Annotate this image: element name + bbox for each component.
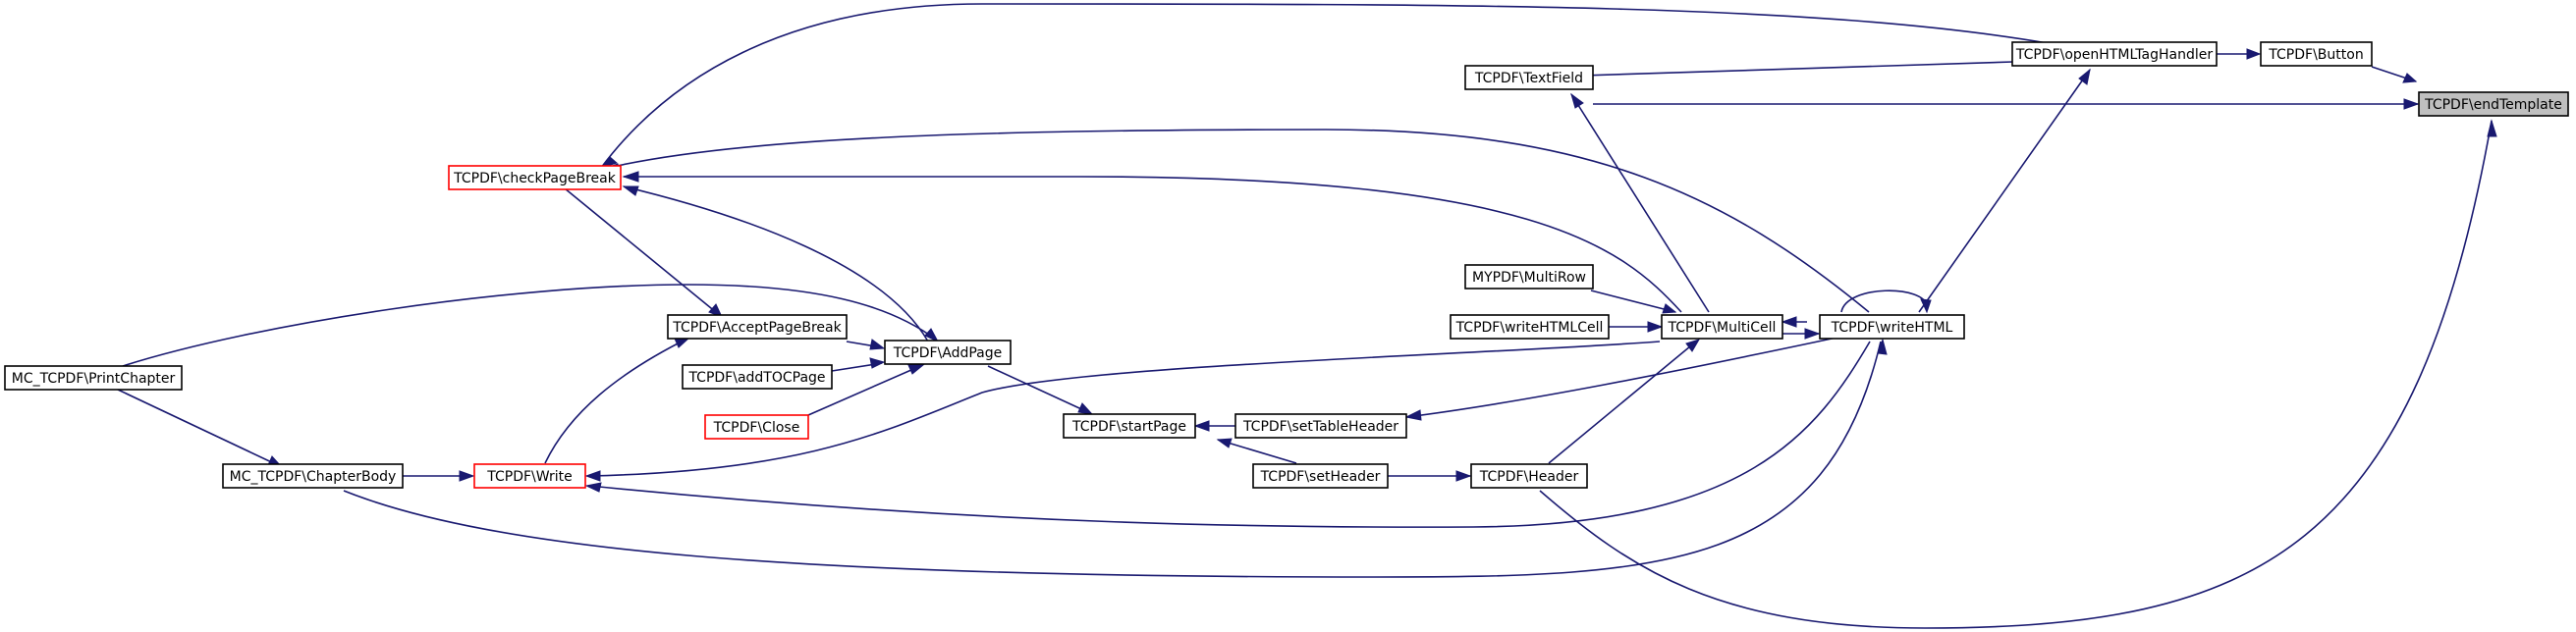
node-writehtmlcell-label: TCPDF\writeHTMLCell bbox=[1455, 320, 1604, 336]
edge-textfield-to-endtemplate bbox=[1593, 98, 2420, 110]
node-write[interactable]: TCPDF\Write bbox=[473, 463, 586, 489]
edge-close-to-addpage bbox=[807, 364, 925, 416]
node-close-label: TCPDF\Close bbox=[713, 420, 800, 436]
node-settableheader[interactable]: TCPDF\setTableHeader bbox=[1234, 413, 1407, 439]
edge-writehtml-to-write bbox=[584, 341, 1871, 528]
node-acceptpagebreak[interactable]: TCPDF\AcceptPageBreak bbox=[667, 314, 848, 340]
node-acceptpagebreak-label: TCPDF\AcceptPageBreak bbox=[672, 320, 842, 336]
edge-printchapter-to-chapterbody bbox=[117, 389, 284, 468]
node-writehtmlcell[interactable]: TCPDF\writeHTMLCell bbox=[1450, 314, 1610, 340]
edge-multicell-to-textfield bbox=[1570, 92, 1710, 313]
node-multicell-label: TCPDF\MultiCell bbox=[1668, 320, 1777, 336]
edge-writehtml-self-loop bbox=[1840, 290, 1932, 314]
edge-multicell-to-write bbox=[584, 341, 1661, 482]
node-header-label: TCPDF\Header bbox=[1479, 469, 1579, 485]
edge-chapterbody-to-writehtml bbox=[343, 338, 1888, 578]
edge-writehtml-to-openhtmltaghandler bbox=[1918, 68, 2091, 313]
edge-addtocpage-to-addpage bbox=[831, 357, 886, 372]
edge-chapterbody-to-write bbox=[403, 470, 475, 482]
node-addtocpage[interactable]: TCPDF\addTOCPage bbox=[682, 364, 833, 390]
node-endtemplate-label: TCPDF\endTemplate bbox=[2424, 97, 2562, 113]
edge-acceptpagebreak-to-addpage bbox=[846, 339, 886, 350]
edge-setheader-to-startpage bbox=[1216, 438, 1297, 464]
node-chapterbody[interactable]: MC_TCPDF\ChapterBody bbox=[222, 463, 404, 489]
edge-write-to-acceptpagebreak bbox=[544, 337, 691, 464]
node-close[interactable]: TCPDF\Close bbox=[704, 414, 809, 440]
edge-header-to-endtemplate bbox=[1539, 119, 2497, 629]
edge-acceptpagebreak-to-checkpagebreak bbox=[564, 187, 723, 318]
node-multicell[interactable]: TCPDF\MultiCell bbox=[1661, 314, 1783, 340]
node-startpage-label: TCPDF\startPage bbox=[1071, 419, 1186, 435]
edge-writehtml-to-settableheader bbox=[1404, 337, 1837, 421]
node-addpage-label: TCPDF\AddPage bbox=[893, 345, 1003, 361]
edge-settableheader-to-startpage bbox=[1193, 420, 1235, 432]
node-write-label: TCPDF\Write bbox=[486, 469, 572, 485]
node-addpage[interactable]: TCPDF\AddPage bbox=[884, 340, 1012, 365]
edge-writehtml-to-multicell bbox=[1781, 316, 1807, 328]
edge-addpage-to-startpage bbox=[987, 365, 1094, 415]
edge-writehtmlcell-to-multicell bbox=[1609, 321, 1664, 333]
edge-printchapter-to-addpage bbox=[122, 284, 940, 367]
edge-header-to-multicell bbox=[1548, 339, 1701, 464]
node-button[interactable]: TCPDF\Button bbox=[2260, 41, 2373, 67]
edge-writehtml-to-checkpagebreak bbox=[602, 129, 1870, 313]
node-checkpagebreak-label: TCPDF\checkPageBreak bbox=[453, 171, 617, 186]
edge-openhtmltaghandler-to-textfield bbox=[1550, 61, 2014, 82]
edge-button-to-endtemplate bbox=[2371, 66, 2418, 83]
edge-openhtmltaghandler-to-button bbox=[2217, 48, 2262, 60]
edge-multicell-to-checkpagebreak bbox=[622, 171, 1682, 313]
edge-setheader-to-header bbox=[1388, 470, 1472, 482]
node-openhtmltaghandler-label: TCPDF\openHTMLTagHandler bbox=[2015, 47, 2214, 63]
node-openhtmltaghandler[interactable]: TCPDF\openHTMLTagHandler bbox=[2011, 41, 2218, 67]
node-header[interactable]: TCPDF\Header bbox=[1470, 463, 1588, 489]
node-multirow-label: MYPDF\MultiRow bbox=[1472, 270, 1586, 286]
node-writehtml[interactable]: TCPDF\writeHTML bbox=[1819, 314, 1965, 340]
node-checkpagebreak[interactable]: TCPDF\checkPageBreak bbox=[448, 165, 622, 190]
node-endtemplate[interactable]: TCPDF\endTemplate bbox=[2418, 91, 2569, 117]
node-multirow[interactable]: MYPDF\MultiRow bbox=[1464, 264, 1594, 290]
node-writehtml-label: TCPDF\writeHTML bbox=[1831, 320, 1953, 336]
edge-addpage-to-checkpagebreak bbox=[622, 185, 929, 342]
node-button-label: TCPDF\Button bbox=[2268, 47, 2363, 63]
node-setheader[interactable]: TCPDF\setHeader bbox=[1252, 463, 1389, 489]
node-printchapter-label: MC_TCPDF\PrintChapter bbox=[12, 371, 176, 387]
edge-multicell-to-writehtml bbox=[1782, 328, 1821, 340]
node-settableheader-label: TCPDF\setTableHeader bbox=[1242, 419, 1398, 435]
node-setheader-label: TCPDF\setHeader bbox=[1260, 469, 1381, 485]
node-chapterbody-label: MC_TCPDF\ChapterBody bbox=[230, 469, 397, 485]
edge-multirow-to-multicell bbox=[1590, 290, 1677, 314]
node-textfield[interactable]: TCPDF\TextField bbox=[1464, 65, 1594, 90]
node-addtocpage-label: TCPDF\addTOCPage bbox=[687, 370, 825, 386]
edge-openhtmltaghandler-to-checkpagebreak bbox=[599, 3, 2049, 169]
node-startpage[interactable]: TCPDF\startPage bbox=[1063, 413, 1196, 439]
node-textfield-label: TCPDF\TextField bbox=[1474, 71, 1583, 86]
node-printchapter[interactable]: MC_TCPDF\PrintChapter bbox=[4, 365, 183, 391]
